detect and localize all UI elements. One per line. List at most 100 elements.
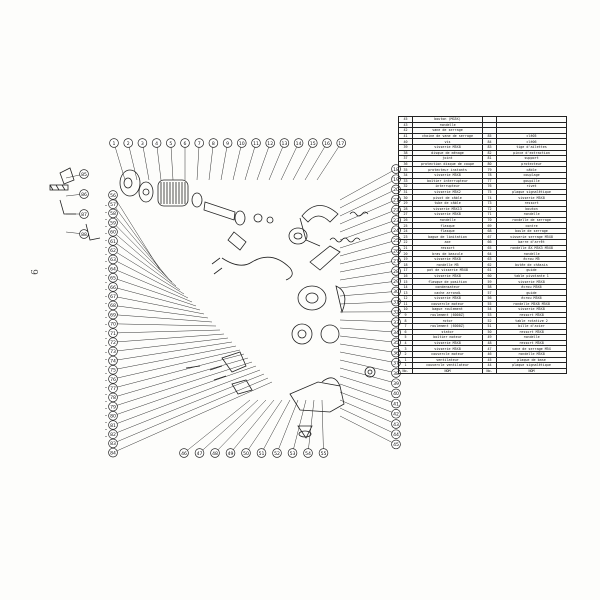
leader-line	[113, 142, 126, 181]
callout-number: 13	[281, 141, 287, 147]
rotor-shaft-part	[203, 201, 236, 221]
leader-line	[220, 142, 228, 181]
leader-line	[339, 199, 397, 225]
callout-circle	[208, 138, 219, 148]
part-name-cell: rondelle	[496, 334, 567, 341]
callout-circle	[179, 448, 189, 458]
callout-number: 42	[393, 412, 399, 418]
callout-number: 68	[110, 303, 116, 309]
part-name-cell: rondelle M5X8	[496, 350, 567, 358]
callout-circle	[108, 438, 118, 449]
part-name-cell: plaque de base	[496, 356, 567, 364]
leader-line	[112, 381, 273, 453]
callout-number: 87	[81, 212, 87, 218]
leader-line	[339, 351, 397, 364]
leader-line	[112, 337, 229, 352]
callout-circle	[241, 448, 251, 458]
part-name-cell: protection disque de coupe	[412, 160, 483, 168]
part-name-cell: butée de châssis	[496, 261, 567, 268]
callout-circle	[391, 439, 401, 450]
callout-circle	[79, 229, 89, 239]
leader-line	[339, 327, 397, 333]
callout-circle	[194, 138, 204, 148]
leader-line	[112, 365, 257, 417]
callout-circle	[279, 138, 290, 148]
callout-number: 72	[110, 340, 116, 346]
callout-number: 65	[110, 276, 116, 282]
leader-line	[339, 301, 397, 305]
leader-line	[339, 335, 397, 343]
callout-number: 75	[110, 368, 116, 374]
callout-circle	[108, 236, 118, 246]
part-name-cell: guide	[496, 267, 567, 274]
callout-circle	[108, 300, 118, 311]
screws-part	[185, 365, 227, 381]
callout-number: 2	[127, 141, 130, 147]
leader-line	[112, 377, 269, 444]
part-name-cell: rondelle M5X8 M5X8	[496, 300, 567, 308]
part-name-cell: chaine de vane de serrage	[412, 132, 483, 140]
part-name-cell: écrou M5X6	[496, 283, 567, 291]
callout-circle	[108, 208, 118, 219]
callout-number: 38	[393, 371, 399, 377]
callout-circle	[265, 138, 275, 148]
callout-number: 35	[393, 340, 399, 346]
leader-line	[261, 399, 291, 454]
callout-number: 31	[393, 299, 399, 305]
leader-line	[339, 209, 397, 233]
leader-line	[112, 345, 237, 371]
callout-number: 37	[393, 361, 399, 367]
callout-number: 9	[226, 141, 229, 147]
leader-line	[208, 142, 214, 181]
part-name-cell: guide	[496, 289, 567, 296]
callout-number: 32	[393, 310, 399, 316]
callout-circle	[108, 190, 118, 200]
callout-number: 49	[228, 451, 234, 457]
callout-number: 77	[110, 386, 116, 392]
callout-circle	[210, 448, 220, 458]
callout-circle	[79, 189, 89, 199]
part-name-cell: ressort M5X8	[496, 311, 567, 319]
callout-number: 45	[393, 442, 399, 448]
callout-number: 80	[110, 414, 116, 420]
callout-number: 67	[110, 294, 116, 300]
callout-number: 70	[110, 322, 116, 328]
part-name-cell: bille d'acier	[496, 323, 567, 330]
callout-circle	[108, 273, 118, 283]
callout-number: 39	[393, 381, 399, 387]
leader-line	[112, 357, 249, 398]
part-name-cell: écrou M5X6	[496, 295, 567, 302]
callout-circle	[108, 309, 118, 320]
callout-number: 71	[110, 331, 116, 337]
leader-line	[214, 399, 267, 454]
leader-line	[292, 399, 307, 454]
callout-number: 21	[393, 197, 399, 203]
callout-circle	[108, 337, 118, 347]
callout-number: 28	[393, 269, 399, 275]
leader-line	[112, 341, 233, 361]
callout-number: 5	[169, 141, 172, 147]
callout-number: 85	[81, 172, 87, 178]
callout-circle	[108, 411, 118, 421]
leader-line	[256, 142, 271, 181]
part-name-cell: table pivotante 1	[496, 272, 567, 280]
leader-line	[112, 222, 173, 283]
callout-number: 58	[110, 211, 116, 217]
leader-line	[339, 407, 397, 435]
callout-circle	[137, 138, 148, 148]
callout-circle	[123, 138, 133, 148]
callout-number: 43	[393, 422, 399, 428]
leader-line	[339, 260, 397, 273]
leader-line	[276, 399, 299, 454]
leader-line	[339, 343, 397, 353]
callout-circle	[256, 448, 267, 458]
